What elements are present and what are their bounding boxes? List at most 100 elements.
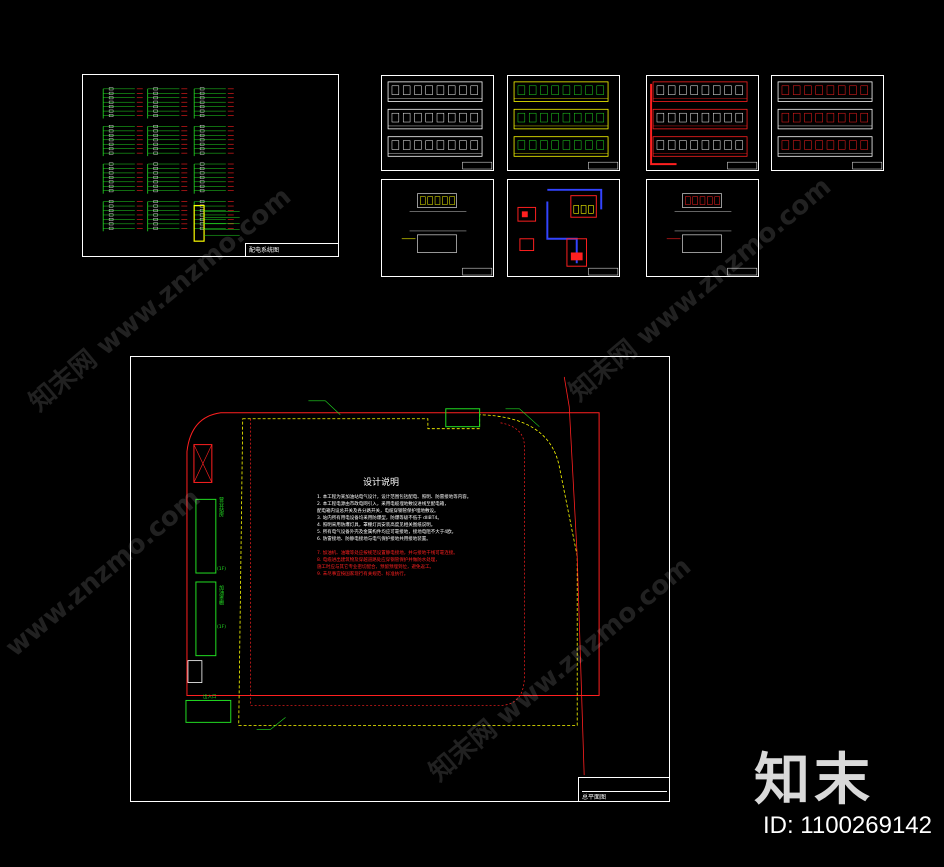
fixture-symbol bbox=[436, 85, 445, 95]
fixture-symbol bbox=[804, 85, 812, 95]
breaker-symbol bbox=[153, 91, 158, 95]
breaker-symbol bbox=[199, 129, 205, 133]
design-note-line: 配电箱内设总开关及各分路开关，电缆穿钢管保护埋地敷设。 bbox=[317, 509, 439, 514]
fixture-symbol bbox=[781, 112, 790, 123]
section-fixture bbox=[434, 196, 441, 205]
section-fixture bbox=[707, 196, 713, 205]
fixture-symbol bbox=[860, 140, 868, 150]
breaker-symbol bbox=[108, 133, 114, 137]
section-top-box bbox=[417, 193, 457, 208]
breaker-symbol bbox=[153, 109, 158, 113]
breaker-symbol bbox=[199, 133, 205, 137]
breaker-symbol bbox=[199, 138, 205, 142]
breaker-symbol bbox=[108, 138, 114, 142]
cable-run bbox=[547, 188, 603, 210]
breaker-symbol bbox=[108, 91, 114, 95]
breaker-symbol bbox=[199, 109, 205, 113]
fixture-symbol bbox=[838, 112, 846, 123]
callout-right bbox=[505, 408, 540, 427]
wiring-diagram-sheet: 配电系统图 bbox=[82, 74, 339, 257]
breaker-symbol bbox=[199, 171, 205, 175]
site-title-block: 总平面图 bbox=[578, 777, 669, 801]
fixture-symbol bbox=[826, 112, 835, 123]
fixture-symbol bbox=[391, 140, 400, 150]
breaker-symbol bbox=[108, 147, 114, 151]
fixture-symbol bbox=[792, 140, 801, 150]
fixture-symbol bbox=[414, 85, 422, 95]
mini-title-block bbox=[727, 267, 758, 276]
road-line bbox=[563, 376, 585, 776]
site-plan-drawing bbox=[185, 376, 600, 776]
section-fixture bbox=[420, 196, 426, 205]
breaker-symbol bbox=[153, 175, 158, 179]
fixture-symbol bbox=[735, 140, 743, 150]
wiring-diagram-drawing bbox=[102, 87, 240, 242]
design-note-line: 施工时应与其它专业密切配合，预留预埋到位，避免返工。 bbox=[317, 565, 434, 570]
fixture-symbol bbox=[826, 140, 835, 150]
breaker-symbol bbox=[108, 87, 114, 91]
fixture-symbol bbox=[656, 85, 665, 95]
section-fixture bbox=[692, 196, 698, 205]
room-row-outline bbox=[387, 81, 483, 102]
fixture-symbol bbox=[551, 140, 559, 150]
breaker-symbol bbox=[153, 184, 158, 188]
fixture-symbol bbox=[402, 112, 411, 123]
callout-bottom bbox=[256, 717, 286, 730]
fixture-symbol bbox=[838, 85, 846, 95]
fixture-symbol bbox=[562, 85, 571, 95]
breaker-symbol bbox=[108, 209, 114, 212]
design-note-line: 7. 加油机、油罐等处应按规范设置静电接地，并与接地干线可靠连接。 bbox=[317, 551, 458, 556]
fixture-symbol bbox=[448, 112, 456, 123]
fixture-symbol bbox=[701, 112, 710, 123]
mini-title-block bbox=[852, 161, 883, 170]
fixture-symbol bbox=[436, 112, 445, 123]
switchgear-box bbox=[566, 238, 588, 267]
site-title-label: 总平面图 bbox=[582, 794, 607, 801]
fixture-symbol bbox=[540, 140, 548, 150]
fixture-symbol bbox=[679, 85, 687, 95]
fixture-symbol bbox=[574, 140, 582, 150]
parking-lot-b bbox=[195, 581, 217, 657]
fixture-symbol bbox=[448, 140, 456, 150]
fixture-symbol bbox=[826, 85, 835, 95]
transformer-box bbox=[193, 444, 213, 483]
breaker-symbol bbox=[108, 162, 114, 166]
fixture-symbol bbox=[517, 112, 526, 123]
fixture-symbol bbox=[849, 85, 857, 95]
breaker-symbol bbox=[153, 222, 158, 226]
fixture-symbol bbox=[402, 140, 411, 150]
fixture-symbol bbox=[459, 112, 467, 123]
cable-run bbox=[546, 201, 578, 264]
panel-fill bbox=[521, 211, 528, 218]
breaker-symbol bbox=[199, 175, 205, 179]
breaker-symbol bbox=[153, 218, 158, 221]
breaker-symbol bbox=[199, 105, 205, 109]
distribution-box bbox=[570, 195, 597, 218]
fixture-symbol bbox=[391, 112, 400, 123]
design-notes-title: 设计说明 bbox=[363, 478, 400, 488]
lot-b-label: 加油罩棚 bbox=[218, 585, 224, 605]
fixture-symbol bbox=[735, 112, 743, 123]
fixture-symbol bbox=[656, 112, 665, 123]
fixture-symbol bbox=[596, 112, 604, 123]
breaker-symbol bbox=[108, 167, 114, 170]
lot-a-label: 营业站房 bbox=[218, 497, 224, 517]
fixture-symbol bbox=[792, 112, 801, 123]
breaker-symbol bbox=[153, 96, 158, 100]
fixture-symbol bbox=[425, 140, 433, 150]
fixture-symbol bbox=[459, 85, 467, 95]
fixture-symbol bbox=[792, 85, 801, 95]
breaker-symbol bbox=[108, 105, 114, 109]
breaker-symbol bbox=[199, 151, 205, 155]
breaker-symbol bbox=[108, 96, 114, 100]
detail-drawing-4 bbox=[777, 81, 883, 170]
fixture-symbol bbox=[690, 140, 698, 150]
breaker-symbol bbox=[153, 204, 158, 208]
property-boundary bbox=[186, 412, 600, 696]
fixture-symbol bbox=[679, 140, 687, 150]
breaker-symbol bbox=[199, 147, 205, 151]
fixture-symbol bbox=[690, 85, 698, 95]
section-fixture bbox=[685, 196, 691, 205]
detail-drawing-2 bbox=[513, 81, 619, 170]
fixture-symbol bbox=[517, 140, 526, 150]
